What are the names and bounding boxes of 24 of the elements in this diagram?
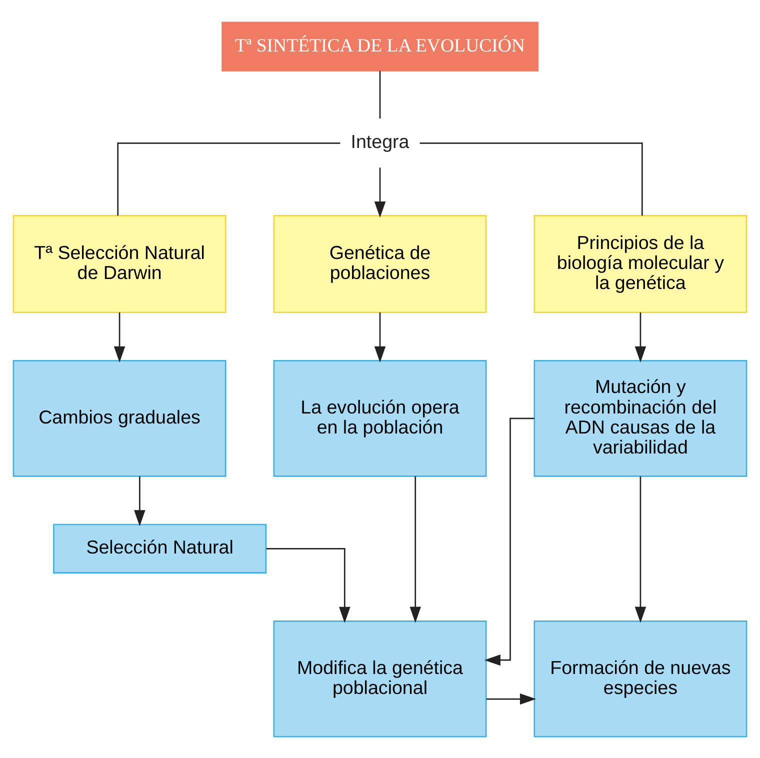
- node-box: Tª SINTÉTICA DE LA EVOLUCIÓN: [222, 21, 538, 71]
- arrow: [266, 548, 350, 623]
- arrow: [114, 312, 126, 362]
- connector: [420, 142, 643, 216]
- node-box: Formación de nuevas especies: [534, 620, 748, 737]
- node-box: Cambios graduales: [12, 360, 226, 476]
- arrow: [634, 476, 646, 622]
- node-box: Selección Natural: [53, 523, 267, 573]
- arrow: [410, 476, 421, 622]
- arrow: [634, 312, 646, 362]
- node-box: Principios de la biología molecular y la genética: [534, 214, 748, 313]
- node-box: Modifica la genética poblacional: [273, 620, 487, 737]
- arrow: [484, 417, 534, 666]
- connector: [379, 70, 381, 118]
- node-text: Integra: [350, 130, 410, 152]
- node-box: La evolución opera en la población: [273, 360, 487, 476]
- node-box: Mutación y recombinación del ADN causas de la variabilidad: [534, 360, 748, 476]
- arrow: [374, 167, 386, 218]
- connector: [117, 142, 340, 216]
- arrow: [486, 692, 536, 704]
- arrow: [374, 312, 386, 362]
- node-box: Tª Selección Natural de Darwin: [12, 214, 226, 313]
- arrow: [134, 476, 146, 526]
- node-box: Genética de poblaciones: [273, 214, 487, 313]
